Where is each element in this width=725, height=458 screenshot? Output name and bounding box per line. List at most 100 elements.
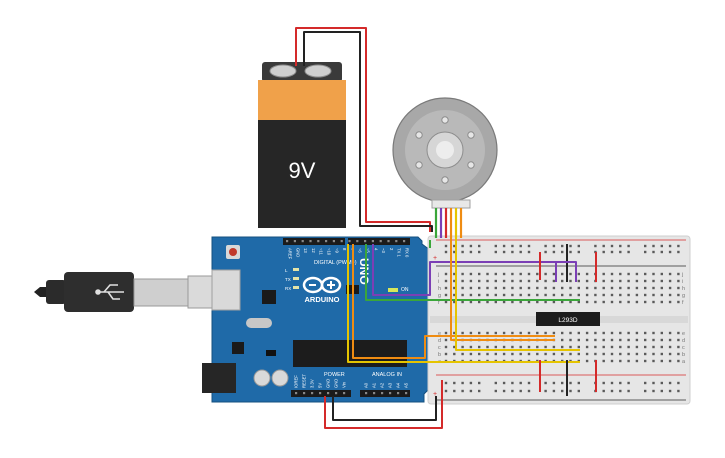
header-pin[interactable] [373,392,376,395]
breadboard-hole[interactable] [635,359,639,363]
breadboard-hole[interactable] [652,359,655,363]
header-pin[interactable] [365,392,368,395]
header-pin[interactable] [387,240,390,243]
breadboard-hole[interactable] [561,300,564,304]
breadboard-rail-hole[interactable] [552,244,556,248]
breadboard-rail-hole[interactable] [461,381,464,385]
l293d-chip[interactable] [536,312,600,326]
breadboard-hole[interactable] [635,345,639,349]
breadboard-hole[interactable] [602,359,605,363]
purple-to-black-link[interactable] [556,261,577,282]
breadboard-hole[interactable] [602,331,605,335]
breadboard-hole[interactable] [677,272,680,276]
breadboard-hole[interactable] [619,300,622,304]
orange-signal-wire-2[interactable] [450,238,555,341]
breadboard-hole[interactable] [519,331,522,335]
breadboard-hole[interactable] [668,293,672,297]
breadboard-rail-hole[interactable] [610,244,614,248]
breadboard-hole[interactable] [668,352,672,356]
breadboard-hole[interactable] [668,300,672,304]
breadboard-hole[interactable] [478,300,481,304]
breadboard-hole[interactable] [478,286,481,290]
breadboard-hole[interactable] [594,286,597,290]
breadboard-hole[interactable] [561,293,564,297]
breadboard-hole[interactable] [486,300,489,304]
breadboard-hole[interactable] [635,272,639,276]
breadboard-hole[interactable] [652,272,655,276]
breadboard-hole[interactable] [594,300,597,304]
breadboard-hole[interactable] [469,345,473,349]
breadboard-hole[interactable] [677,286,680,290]
breadboard-hole[interactable] [627,300,630,304]
breadboard-rail-hole[interactable] [610,250,614,254]
breadboard-hole[interactable] [644,359,647,363]
breadboard-rail-hole[interactable] [478,244,481,248]
breadboard-hole[interactable] [644,286,647,290]
breadboard-hole[interactable] [644,338,647,342]
breadboard-hole[interactable] [602,300,605,304]
breadboard-hole[interactable] [668,272,672,276]
header-pin[interactable] [371,240,374,243]
breadboard-hole[interactable] [478,345,481,349]
breadboard-hole[interactable] [502,279,506,283]
breadboard-rail-hole[interactable] [652,381,655,385]
breadboard-hole[interactable] [644,345,647,349]
breadboard-rail-hole[interactable] [511,381,514,385]
breadboard-hole[interactable] [619,338,622,342]
breadboard-hole[interactable] [677,293,680,297]
breadboard-hole[interactable] [610,352,614,356]
breadboard-hole[interactable] [544,272,547,276]
breadboard-hole[interactable] [644,272,647,276]
breadboard-rail-hole[interactable] [577,250,580,254]
breadboard-hole[interactable] [536,345,539,349]
breadboard-rail-hole[interactable] [511,250,514,254]
breadboard-rail-hole[interactable] [610,381,614,385]
breadboard-hole[interactable] [444,331,448,335]
breadboard-hole[interactable] [569,279,572,283]
breadboard-hole[interactable] [511,300,514,304]
breadboard-rail-hole[interactable] [469,250,473,254]
breadboard-rail-hole[interactable] [569,250,572,254]
breadboard-hole[interactable] [594,293,597,297]
breadboard-hole[interactable] [453,352,456,356]
breadboard-hole[interactable] [627,293,630,297]
breadboard-rail-hole[interactable] [544,381,547,385]
breadboard-hole[interactable] [478,293,481,297]
breadboard-hole[interactable] [668,331,672,335]
breadboard-hole[interactable] [494,300,497,304]
header-pin[interactable] [395,240,398,243]
breadboard-hole[interactable] [478,279,481,283]
breadboard-hole[interactable] [677,345,680,349]
breadboard-hole[interactable] [602,345,605,349]
breadboard-rail-hole[interactable] [619,389,622,393]
breadboard-rail-hole[interactable] [619,381,622,385]
breadboard-hole[interactable] [585,338,589,342]
header-pin[interactable] [311,392,314,395]
breadboard-hole[interactable] [511,352,514,356]
breadboard-rail-hole[interactable] [453,381,456,385]
breadboard-rail-hole[interactable] [644,250,647,254]
breadboard-hole[interactable] [519,352,522,356]
breadboard-rail-hole[interactable] [569,381,572,385]
header-pin[interactable] [319,392,322,395]
breadboard-hole[interactable] [453,300,456,304]
breadboard-hole[interactable] [527,279,531,283]
breadboard-rail-hole[interactable] [453,389,456,393]
breadboard-hole[interactable] [561,352,564,356]
breadboard-hole[interactable] [602,272,605,276]
header-pin[interactable] [356,240,359,243]
breadboard-hole[interactable] [469,293,473,297]
header-pin[interactable] [303,392,306,395]
breadboard-hole[interactable] [577,338,580,342]
breadboard-hole[interactable] [569,300,572,304]
breadboard-hole[interactable] [577,331,580,335]
breadboard-rail-hole[interactable] [527,381,531,385]
breadboard-hole[interactable] [627,338,630,342]
breadboard-rail-hole[interactable] [527,389,531,393]
breadboard-hole[interactable] [610,293,614,297]
breadboard-hole[interactable] [519,286,522,290]
breadboard-rail-hole[interactable] [519,389,522,393]
breadboard-hole[interactable] [561,331,564,335]
breadboard-hole[interactable] [453,345,456,349]
breadboard-hole[interactable] [461,293,464,297]
